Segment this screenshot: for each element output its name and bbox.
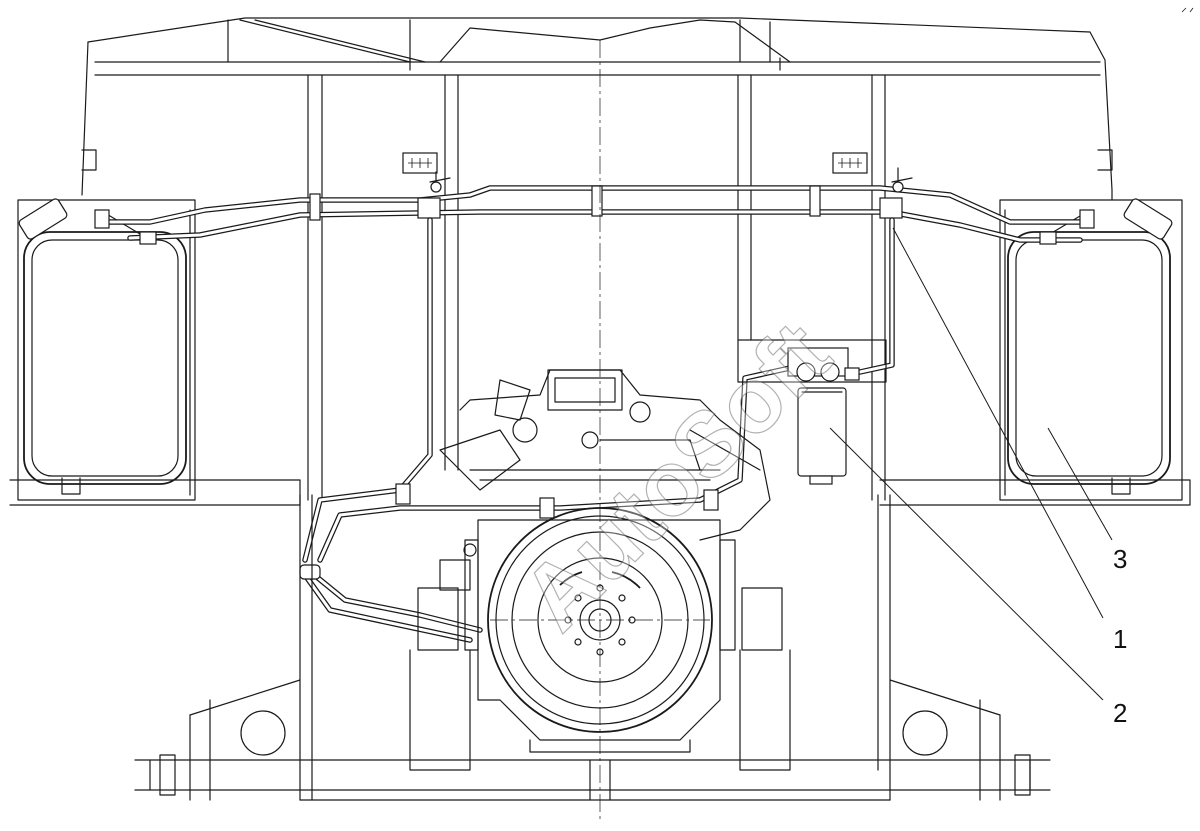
lower-frame: [134, 494, 1051, 801]
side-platforms: [9, 199, 1191, 506]
leader-lines: [829, 227, 1113, 701]
callout-3: 3: [1113, 544, 1127, 574]
right-fuel-tank: [1007, 198, 1173, 495]
left-fuel-tank: [18, 198, 187, 495]
callout-2: 2: [1113, 698, 1127, 728]
fuel-filter: [737, 339, 887, 485]
fuel-lines: [94, 167, 1095, 643]
watermark: AutoSoft: [503, 303, 850, 650]
corner-mark: [1181, 7, 1194, 13]
callout-1: 1: [1113, 624, 1127, 654]
cab-frame: [81, 17, 1113, 501]
